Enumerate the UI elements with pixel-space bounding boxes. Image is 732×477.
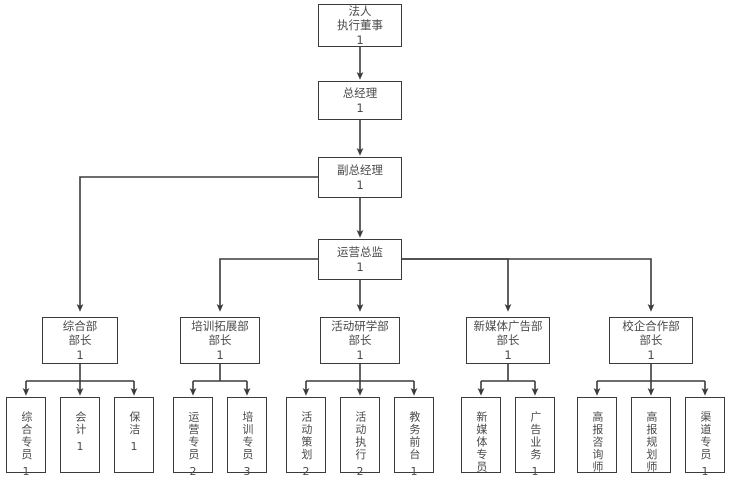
node-staff-channel-specialist[interactable]: 渠道专员 1 <box>685 397 725 477</box>
node-label-line1: 渠道专员 <box>698 411 712 461</box>
node-headcount: 1 <box>356 100 364 115</box>
node-staff-front-desk[interactable]: 教务前台 1 <box>394 397 434 477</box>
node-staff-advertising-business[interactable]: 广告业务 1 <box>515 397 555 477</box>
node-label-line1: 高报规划师 <box>644 411 658 474</box>
node-headcount: 1 <box>701 465 709 477</box>
node-staff-accountant[interactable]: 会计 1 <box>60 397 100 473</box>
node-headcount: 2 <box>356 465 364 477</box>
node-headcount: 1 <box>76 347 84 362</box>
node-label-line1: 综合部 <box>62 318 98 333</box>
node-staff-activity-planner[interactable]: 活动策划 2 <box>286 397 326 477</box>
node-headcount: 1 <box>76 440 84 453</box>
node-operations-director[interactable]: 运营总监 1 <box>318 239 402 280</box>
node-label-line1: 活动研学部 <box>331 318 389 333</box>
node-label-line1: 新媒体专员 <box>474 411 488 474</box>
node-label-line2: 部长 <box>496 333 520 348</box>
node-headcount: 1 <box>647 347 655 362</box>
node-label-line2: 部长 <box>348 333 372 348</box>
node-label-line1: 教务前台 <box>407 411 421 461</box>
node-headcount: 1 <box>22 465 30 477</box>
node-headcount: 1 <box>356 177 364 192</box>
node-label-line1: 法人 <box>348 3 372 18</box>
node-headcount: 1 <box>356 32 364 47</box>
node-label-line1: 副总经理 <box>337 163 383 178</box>
node-label-line2: 部长 <box>208 333 232 348</box>
node-headcount: 1 <box>356 347 364 362</box>
node-deputy-general-manager[interactable]: 副总经理 1 <box>318 157 402 198</box>
node-staff-activity-executor[interactable]: 活动执行 2 <box>340 397 380 477</box>
node-dept-general-affairs[interactable]: 综合部 部长 1 <box>42 317 118 364</box>
node-label-line2: 部长 <box>639 333 663 348</box>
node-staff-cleaner[interactable]: 保洁 1 <box>114 397 154 473</box>
node-label-line1: 运营专员 <box>186 411 200 461</box>
node-label-line1: 综合专员 <box>19 411 33 461</box>
node-dept-activity-research[interactable]: 活动研学部 部长 1 <box>320 317 400 364</box>
node-headcount: 3 <box>243 465 251 477</box>
node-label-line1: 活动策划 <box>299 411 313 461</box>
node-headcount: 1 <box>531 465 539 477</box>
node-headcount: 1 <box>130 440 138 453</box>
node-headcount: 2 <box>189 465 197 477</box>
node-label-line1: 培训专员 <box>240 411 254 461</box>
node-staff-gaokao-planner[interactable]: 高报规划师 2 <box>631 397 671 474</box>
node-headcount: 1 <box>410 465 418 477</box>
node-label-line1: 培训拓展部 <box>191 318 249 333</box>
node-legal-representative[interactable]: 法人 执行董事 1 <box>318 4 402 47</box>
node-dept-school-enterprise-cooperation[interactable]: 校企合作部 部长 1 <box>609 317 693 364</box>
node-label-line1: 会计 <box>73 411 87 436</box>
node-label-line1: 新媒体广告部 <box>473 318 543 333</box>
node-staff-gaokao-consultant[interactable]: 高报咨询师 2 <box>577 397 617 474</box>
node-headcount: 1 <box>504 347 512 362</box>
node-label-line1: 校企合作部 <box>622 318 680 333</box>
node-label-line2: 执行董事 <box>337 18 383 33</box>
node-label-line1: 运营总监 <box>337 245 383 260</box>
node-label-line1: 广告业务 <box>528 411 542 461</box>
node-label-line2: 部长 <box>68 333 92 348</box>
node-headcount: 1 <box>216 347 224 362</box>
node-dept-new-media-advertising[interactable]: 新媒体广告部 部长 1 <box>466 317 550 364</box>
node-label-line1: 总经理 <box>342 86 378 101</box>
node-dept-training-development[interactable]: 培训拓展部 部长 1 <box>180 317 260 364</box>
node-headcount: 2 <box>302 465 310 477</box>
node-label-line1: 高报咨询师 <box>590 411 604 474</box>
node-staff-general-specialist[interactable]: 综合专员 1 <box>6 397 46 477</box>
node-staff-operations-specialist[interactable]: 运营专员 2 <box>173 397 213 477</box>
node-headcount: 1 <box>356 259 364 274</box>
node-label-line1: 保洁 <box>127 411 141 436</box>
node-staff-training-specialist[interactable]: 培训专员 3 <box>227 397 267 477</box>
node-general-manager[interactable]: 总经理 1 <box>318 81 402 120</box>
node-label-line1: 活动执行 <box>353 411 367 461</box>
node-staff-new-media-specialist[interactable]: 新媒体专员 1 <box>461 397 501 474</box>
